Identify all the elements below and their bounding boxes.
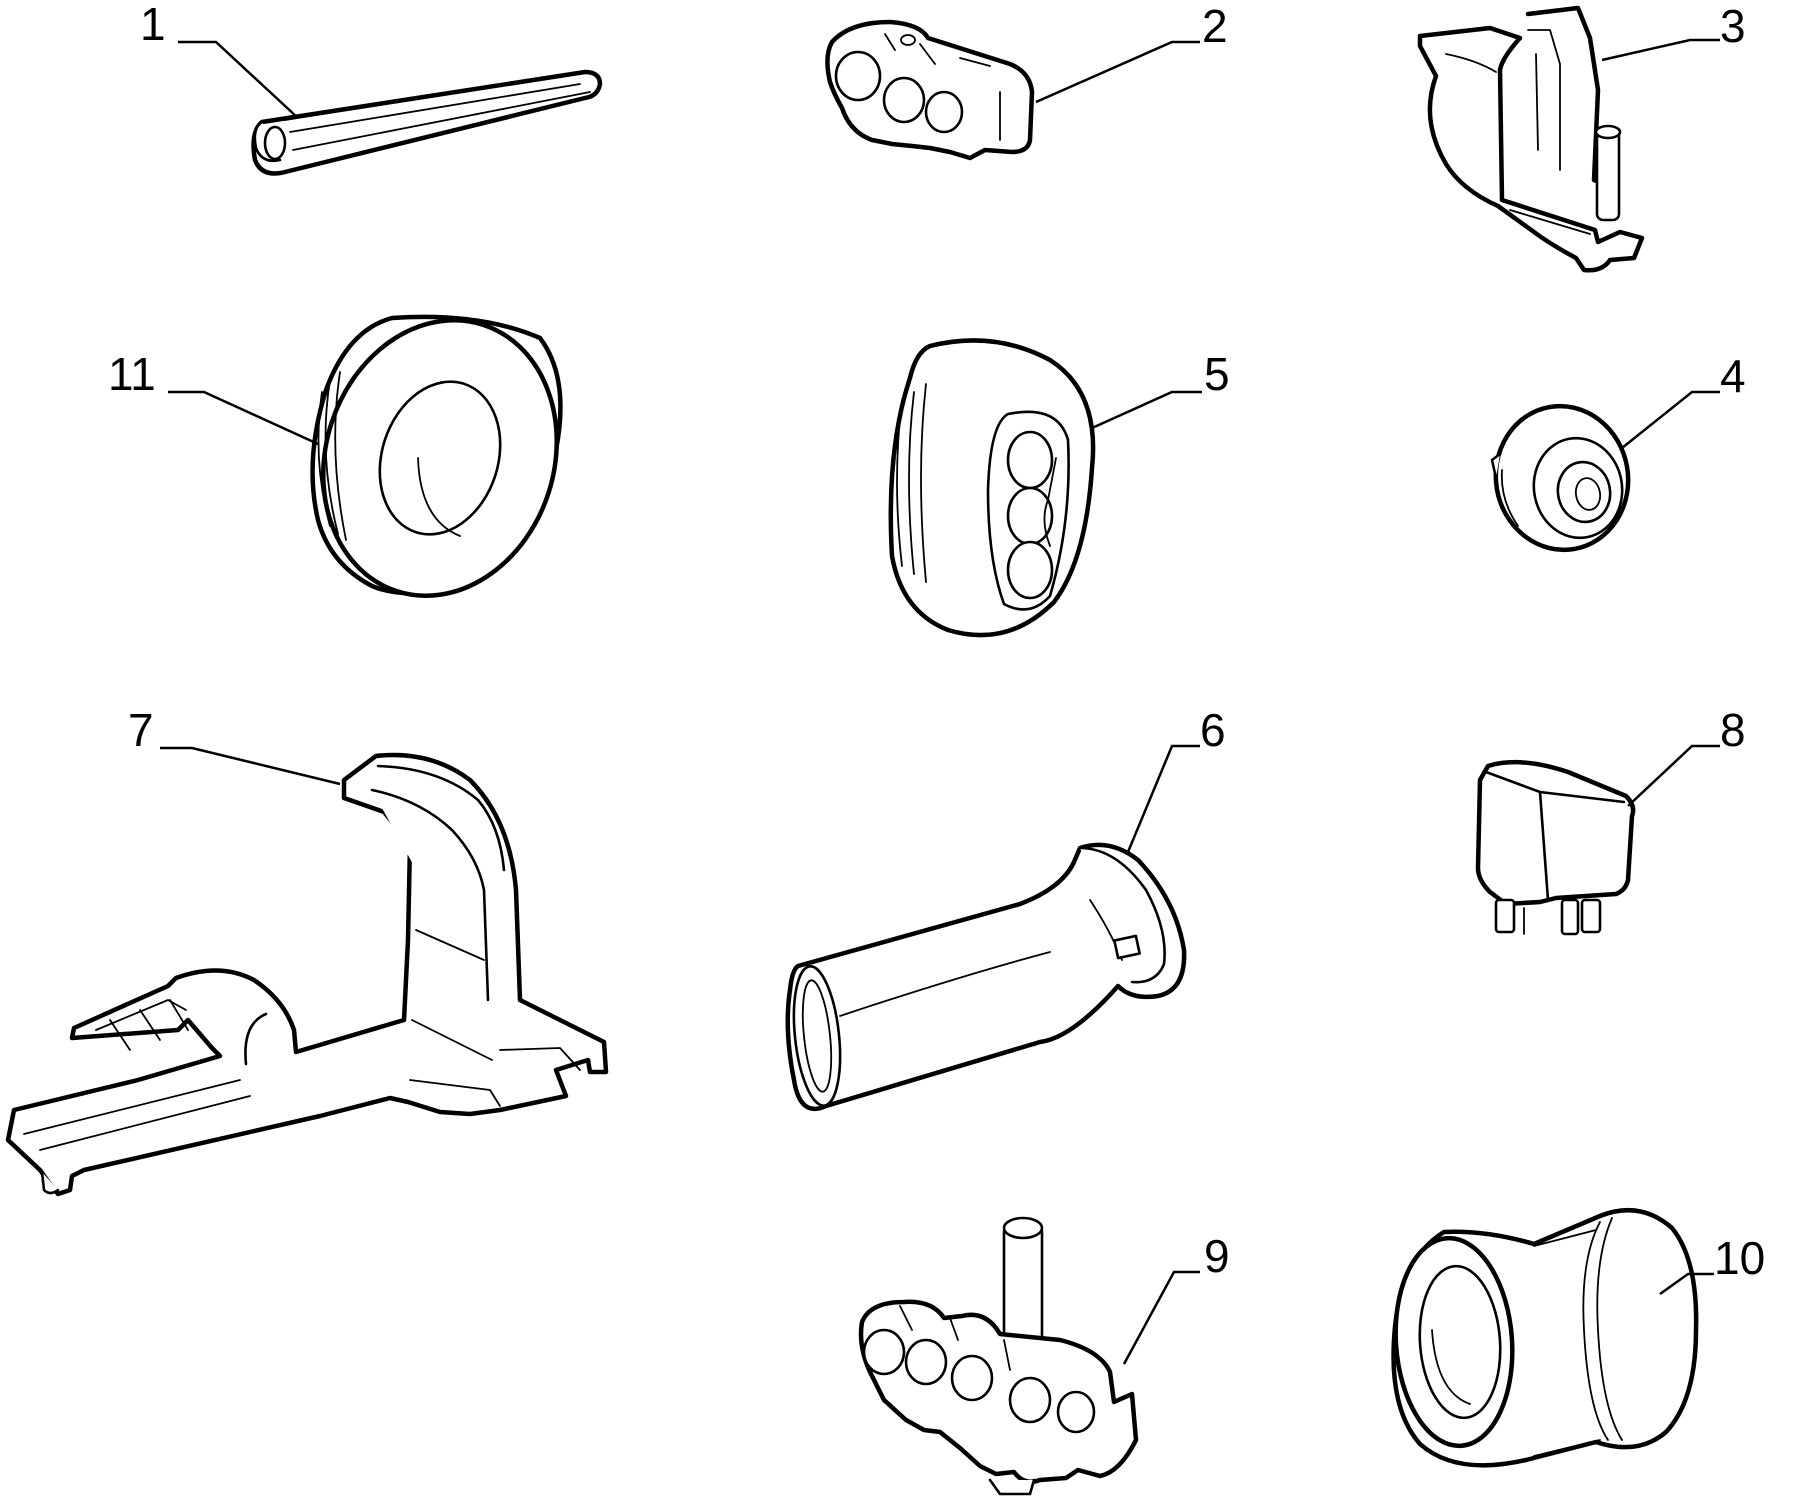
- curved-cable-sleeve-icon: [785, 842, 1187, 1112]
- callout-7-number: 7: [128, 704, 154, 756]
- extruded-cable-channel-icon: [251, 69, 603, 176]
- callout-10-number: 10: [1714, 1232, 1765, 1284]
- callout-1: 1: [140, 0, 299, 119]
- oval-triple-grommet-icon: [888, 338, 1096, 638]
- callout-5: 5: [1091, 348, 1230, 430]
- relay-icon: [1475, 759, 1636, 936]
- cable-bracket-with-pin-icon: [1417, 5, 1645, 273]
- callout-9: 9: [1122, 1230, 1230, 1365]
- callout-1-number: 1: [140, 0, 166, 50]
- callout-2-number: 2: [1202, 0, 1228, 52]
- callout-8-number: 8: [1720, 704, 1746, 756]
- callout-3: 3: [1601, 0, 1746, 62]
- callout-5-number: 5: [1204, 348, 1230, 400]
- callout-7: 7: [128, 704, 341, 786]
- callout-10: 10: [1659, 1232, 1765, 1296]
- callout-6-number: 6: [1200, 704, 1226, 756]
- small-grommet-icon: [1490, 403, 1631, 553]
- callout-11: 11: [108, 348, 319, 446]
- callout-8: 8: [1627, 704, 1746, 807]
- callout-3-number: 3: [1720, 0, 1746, 52]
- callout-9-number: 9: [1204, 1230, 1230, 1282]
- callout-4-number: 4: [1720, 350, 1746, 402]
- callout-4: 4: [1621, 350, 1746, 449]
- callout-11-number: 11: [108, 348, 156, 400]
- round-grommet-icon: [310, 314, 563, 598]
- triple-cable-clip-icon: [825, 19, 1035, 161]
- multi-cable-clip-with-pin-icon: [858, 1216, 1139, 1496]
- large-cable-holder-bracket-icon: [5, 752, 609, 1197]
- cylindrical-grommet-icon: [1391, 1207, 1699, 1468]
- callout-2: 2: [1035, 0, 1228, 104]
- callout-6: 6: [1126, 704, 1226, 853]
